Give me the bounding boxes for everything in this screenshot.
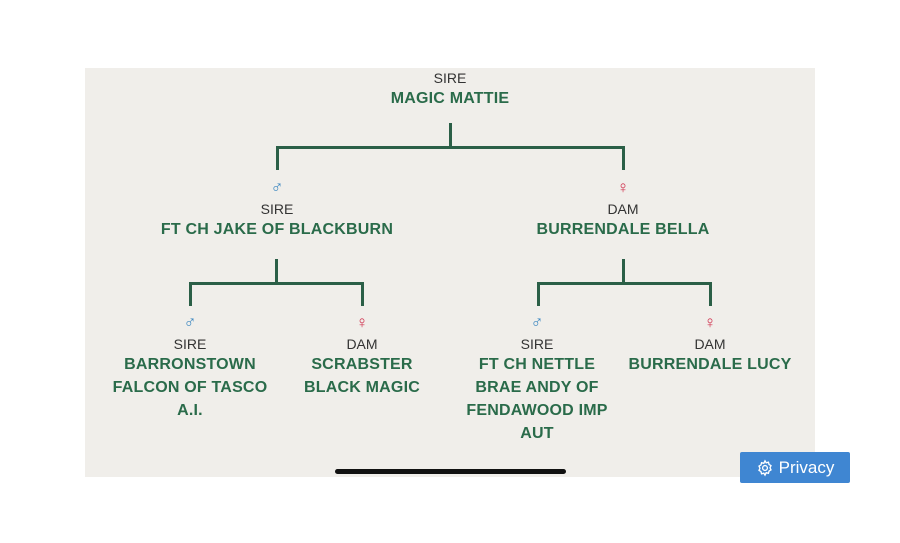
root-node: SIRE MAGIC MATTIE [350,69,550,110]
role-label: SIRE [520,336,554,352]
dog-name: BURRENDALE LUCY [628,356,792,373]
privacy-button[interactable]: Privacy [740,452,850,483]
grandparent-node: ♂ SIRE FT CH NETTLE BRAE ANDY OF FENDAWO… [457,313,617,445]
connector-line [361,282,364,306]
male-icon: ♂ [270,178,284,197]
male-icon: ♂ [530,313,544,332]
parent-node-sire: ♂ SIRE FT CH JAKE OF BLACKBURN [157,178,397,241]
role-label: DAM [346,336,378,352]
role-label: SIRE [260,201,294,217]
connector-line [449,123,452,149]
home-indicator[interactable] [335,469,566,474]
connector-line [537,282,712,285]
connector-line [189,282,364,285]
dog-name: FT CH NETTLE BRAE ANDY OF FENDAWOOD IMP … [466,356,608,442]
connector-line [275,259,278,284]
role-label: SIRE [173,336,207,352]
dog-name: BARRONSTOWN FALCON OF TASCO A.I. [112,356,268,419]
connector-line [276,146,279,170]
dog-name: BURRENDALE BELLA [536,221,710,238]
connector-line [537,282,540,306]
connector-line [189,282,192,306]
dog-name: FT CH JAKE OF BLACKBURN [160,221,394,238]
male-icon: ♂ [183,313,197,332]
grandparent-node: ♀ DAM SCRABSTER BLACK MAGIC [282,313,442,399]
dog-name: SCRABSTER BLACK MAGIC [304,356,420,396]
connector-line [709,282,712,306]
gear-icon [756,458,774,477]
grandparent-node: ♀ DAM BURRENDALE LUCY [625,313,795,376]
grandparent-node: ♂ SIRE BARRONSTOWN FALCON OF TASCO A.I. [110,313,270,422]
female-icon: ♀ [703,313,717,332]
role-label: SIRE [433,70,467,86]
female-icon: ♀ [355,313,369,332]
role-label: DAM [694,336,726,352]
connector-line [622,259,625,284]
connector-line [276,146,625,149]
role-label: DAM [607,201,639,217]
female-icon: ♀ [616,178,630,197]
privacy-label: Privacy [778,457,835,477]
connector-line [622,146,625,170]
parent-node-dam: ♀ DAM BURRENDALE BELLA [503,178,743,241]
dog-name: MAGIC MATTIE [390,90,510,107]
